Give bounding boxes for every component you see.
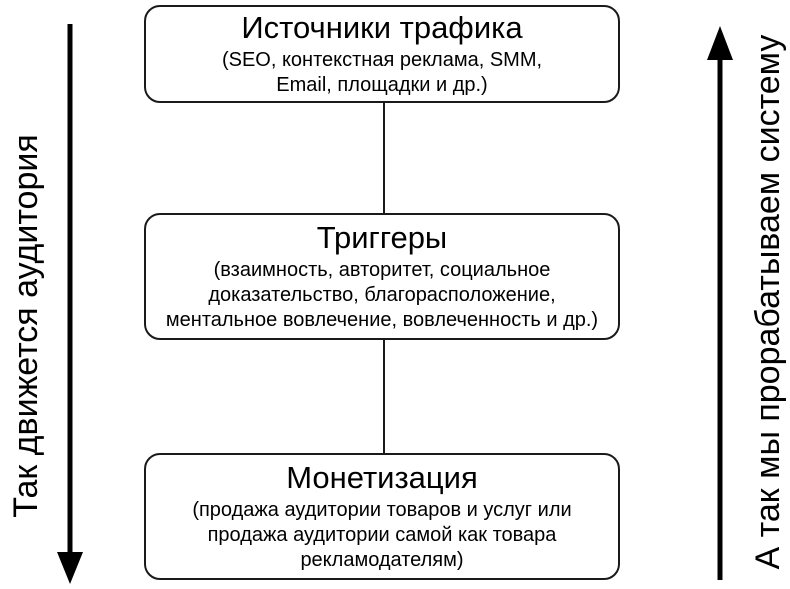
node-triggers-subtitle: (взаимность, авторитет, социальное доказ…	[165, 259, 599, 332]
audience-flow-label: Так движется аудитория	[7, 134, 45, 518]
node-monetization: Монетизация (продажа аудитории товаров и…	[144, 453, 620, 580]
connector-line-bottom	[383, 340, 385, 453]
node-monetization-subtitle: (продажа аудитории товаров и услуг или п…	[192, 499, 572, 572]
connector-line-top	[383, 103, 385, 213]
node-monetization-title: Монетизация	[286, 459, 478, 495]
down-arrow-icon	[57, 24, 83, 584]
node-traffic-sources-title: Источники трафика	[241, 9, 523, 45]
system-work-label: А так мы прорабатываем систему	[749, 34, 787, 570]
node-traffic-sources: Источники трафика (SEO, контекстная рекл…	[144, 5, 620, 103]
up-arrow-icon	[707, 26, 733, 580]
node-triggers: Триггеры (взаимность, авторитет, социаль…	[144, 213, 620, 340]
node-triggers-title: Триггеры	[316, 219, 448, 255]
node-traffic-sources-subtitle: (SEO, контекстная реклама, SMM, Email, п…	[221, 49, 543, 97]
